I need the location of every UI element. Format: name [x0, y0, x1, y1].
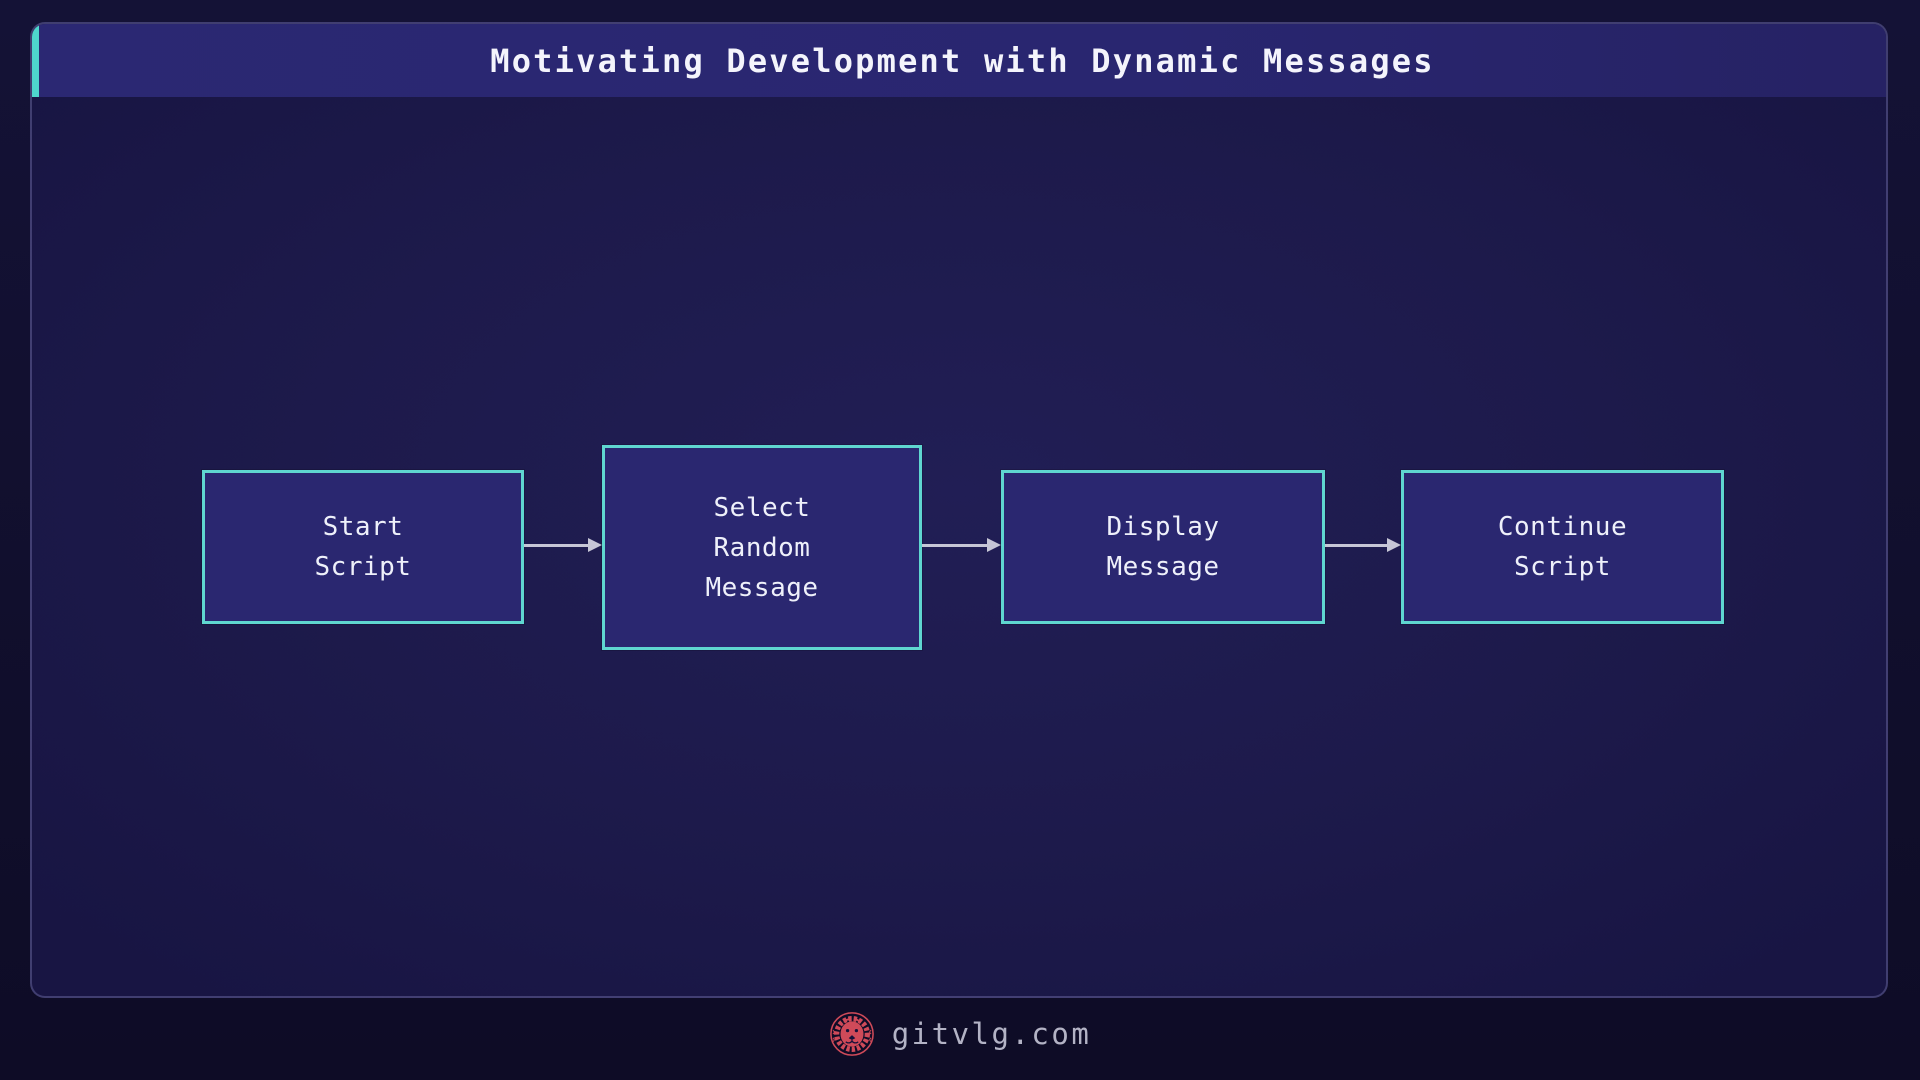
- flowchart-canvas: Start Script Select Random Message Displ…: [32, 97, 1886, 996]
- flow-node-select-random-message: Select Random Message: [602, 445, 922, 650]
- site-name: gitvlg.com: [891, 1017, 1092, 1051]
- diagram-title: Motivating Development with Dynamic Mess…: [490, 41, 1435, 80]
- node-label-continue-script: Continue Script: [1497, 512, 1628, 582]
- flow-node-start-script: Start Script: [202, 470, 524, 624]
- node-label-select-random-message: Select Random Message: [705, 492, 819, 603]
- arrowhead-icon: [588, 538, 602, 552]
- diagram-panel: Motivating Development with Dynamic Mess…: [30, 22, 1888, 998]
- title-bar: Motivating Development with Dynamic Mess…: [32, 24, 1886, 97]
- flow-arrow-1: [524, 538, 602, 552]
- node-label-display-message: Display Message: [1106, 512, 1220, 582]
- arrowhead-icon: [987, 538, 1001, 552]
- flow-node-display-message: Display Message: [1001, 470, 1325, 624]
- flow-arrow-2: [922, 538, 1001, 552]
- arrowhead-icon: [1387, 538, 1401, 552]
- footer-branding: gitvlg.com: [0, 1006, 1920, 1062]
- flow-node-continue-script: Continue Script: [1401, 470, 1724, 624]
- lion-logo-icon: [829, 1012, 874, 1056]
- flow-arrow-3: [1325, 538, 1401, 552]
- node-label-start-script: Start Script: [314, 512, 412, 582]
